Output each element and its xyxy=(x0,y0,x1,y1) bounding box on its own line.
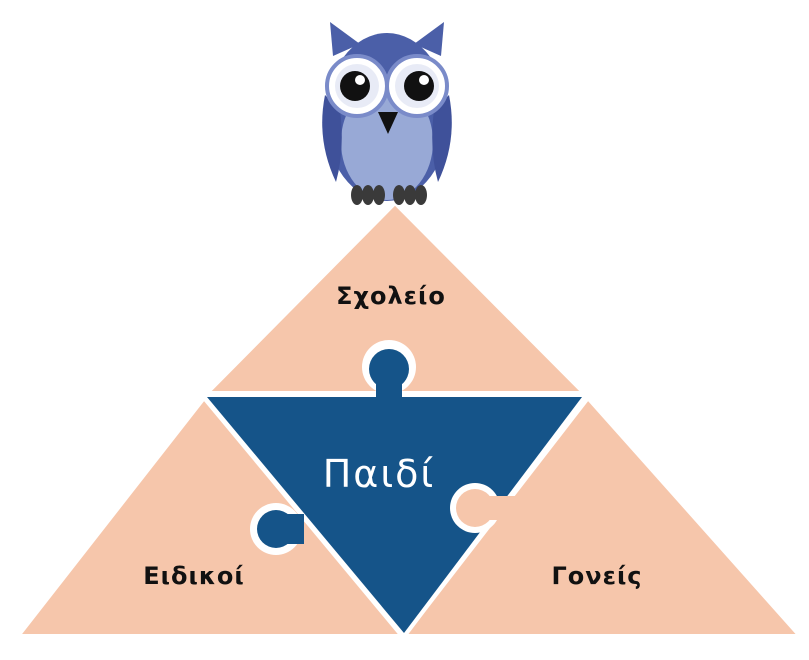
left-segment-label: Ειδικοί xyxy=(143,562,244,590)
owl-icon xyxy=(322,22,452,205)
center-puzzle-piece xyxy=(198,340,590,640)
top-segment-label: Σχολείο xyxy=(336,282,446,310)
owl-claws xyxy=(351,185,427,205)
right-segment-label: Γονείς xyxy=(551,562,642,590)
center-piece-label: Παιδί xyxy=(323,452,436,496)
